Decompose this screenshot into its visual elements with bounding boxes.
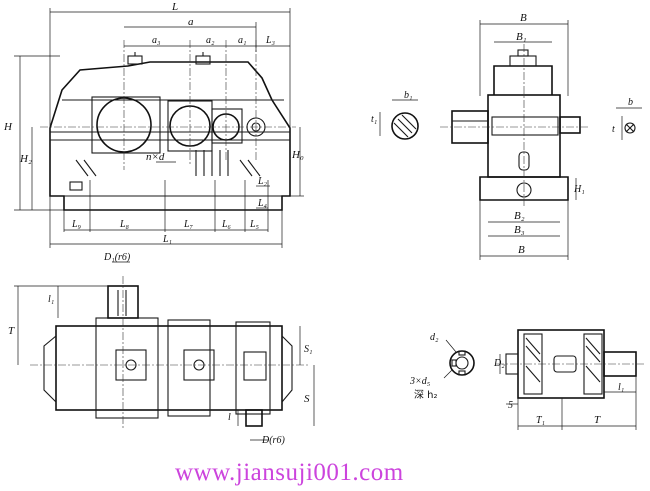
top-view <box>30 276 310 430</box>
side-view <box>391 44 636 208</box>
label-T: T <box>8 325 15 337</box>
top-view-labels: D₁(r6) l₁ T S₁ S l D(r6) <box>8 252 312 446</box>
label-L: L <box>171 1 178 13</box>
label-T1: T₁ <box>536 415 545 426</box>
label-D2: D₂ <box>493 358 505 369</box>
label-a3: a₃ <box>152 35 161 46</box>
flange-detail <box>443 339 475 379</box>
label-b: b <box>628 97 633 108</box>
side-view-dimensions <box>379 20 642 260</box>
front-view-labels: L a a₃ a₂ a₁ L₃ H H₂ H₀ n×d L₂ L₄ L₉ L₈ … <box>3 1 304 245</box>
side-view-labels: B B₁ b₁ t₁ b t H₁ B₂ B₃ B <box>371 12 633 256</box>
label-n-times-d: n×d <box>146 151 165 163</box>
label-S: S <box>304 393 310 405</box>
label-D: D(r6) <box>261 435 285 446</box>
label-L9: L₉ <box>71 219 82 230</box>
label-l1: l₁ <box>48 294 54 305</box>
label-L8: L₈ <box>119 219 130 230</box>
label-L5: L₅ <box>249 219 260 230</box>
label-B2: B₂ <box>514 210 525 222</box>
watermark-text: www.jiansuji001.com <box>175 459 404 486</box>
label-L6: L₆ <box>221 219 232 230</box>
label-L2: L₂ <box>257 176 268 187</box>
label-d2: d₂ <box>430 332 439 343</box>
label-S1: S₁ <box>304 344 312 355</box>
label-B: B <box>520 12 527 24</box>
detail-labels: d₂ 3×d₅ 深 h₂ D₂ l₁ 5 T₁ T <box>409 332 624 426</box>
label-B3: B₃ <box>514 224 525 236</box>
label-t: t <box>612 124 615 135</box>
label-H2: H₂ <box>19 153 32 165</box>
label-b1: b₁ <box>404 90 412 101</box>
label-D1: D₁(r6) <box>103 252 131 263</box>
label-holes: 3×d₅ <box>409 376 431 387</box>
label-a2: a₂ <box>206 35 215 46</box>
label-L3: L₃ <box>265 35 276 46</box>
label-H: H <box>3 121 13 133</box>
label-L1: L₁ <box>162 234 172 245</box>
top-view-dimensions <box>14 261 315 441</box>
label-B1: B₁ <box>516 31 527 43</box>
label-l: l <box>228 412 231 423</box>
label-five: 5 <box>508 400 513 411</box>
label-H1: H₁ <box>573 184 585 195</box>
output-shaft-section <box>496 329 644 430</box>
label-B-bottom: B <box>518 244 525 256</box>
label-T-right: T <box>594 414 601 426</box>
label-depth: 深 h₂ <box>414 389 438 401</box>
front-view-dimensions <box>14 8 304 248</box>
label-a1: a₁ <box>238 35 246 46</box>
label-l1-right: l₁ <box>618 382 624 393</box>
label-a: a <box>188 16 194 28</box>
label-t1: t₁ <box>371 114 377 125</box>
label-L7: L₇ <box>183 219 194 230</box>
front-view <box>40 40 296 211</box>
label-L4: L₄ <box>257 198 268 209</box>
label-H0: H₀ <box>291 149 304 161</box>
